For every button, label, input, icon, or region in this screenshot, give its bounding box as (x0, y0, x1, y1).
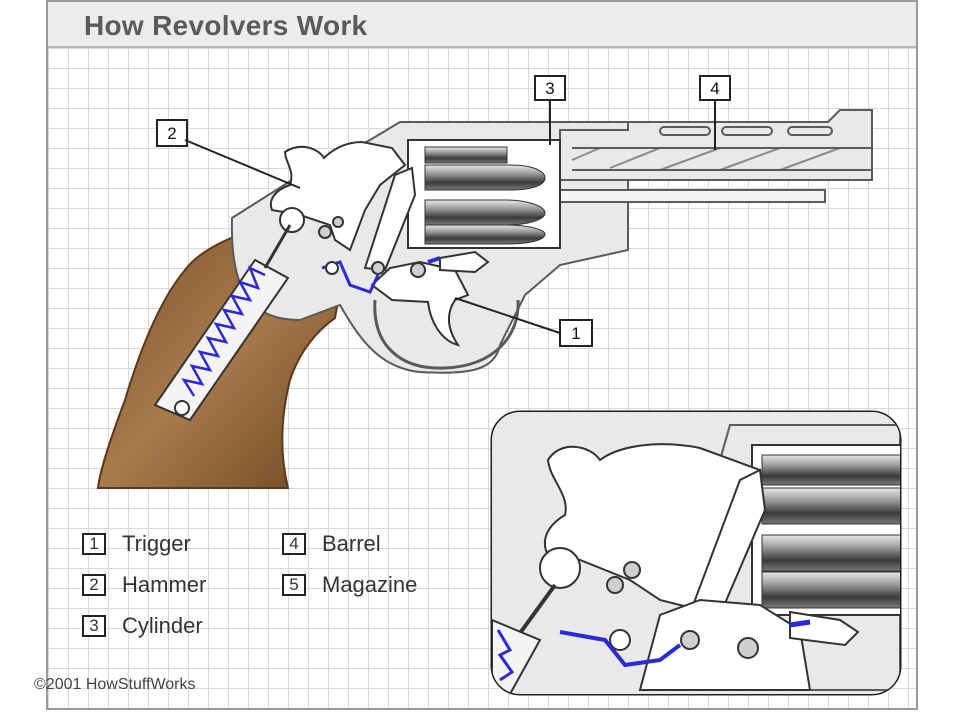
legend-label: Magazine (322, 572, 418, 597)
hammer (270, 140, 407, 252)
legend-label: Cylinder (122, 613, 203, 638)
legend-item-magazine: 5 Magazine (282, 572, 417, 598)
pivot-pins (318, 216, 426, 278)
legend-item-cylinder: 3 Cylinder (82, 613, 203, 639)
legend-item-barrel: 4 Barrel (282, 531, 381, 557)
zoom-inset (490, 410, 902, 696)
legend-number: 5 (282, 574, 306, 596)
legend-item-trigger: 1 Trigger (82, 531, 191, 557)
legend-label: Hammer (122, 572, 207, 597)
ejector-rod (554, 189, 826, 203)
legend-number: 3 (82, 615, 106, 637)
trigger (370, 260, 470, 347)
svg-text:4: 4 (710, 79, 719, 98)
cylinder-latch (439, 250, 490, 274)
barrel-rifling (571, 147, 841, 171)
title-bar: How Revolvers Work (48, 2, 916, 48)
callout-1: 1 (454, 297, 593, 347)
legend-label: Barrel (322, 531, 381, 556)
diagram-title: How Revolvers Work (84, 10, 368, 41)
bullets (424, 146, 546, 245)
legend-number: 1 (82, 533, 106, 555)
svg-text:3: 3 (545, 79, 554, 98)
copyright-notice: ©2001 HowStuffWorks (34, 676, 196, 693)
mainspring-coil (181, 265, 266, 397)
callout-2: 2 (156, 119, 301, 189)
hammer-strut (263, 224, 292, 269)
trigger-guard (373, 299, 520, 370)
callout-3: 3 (534, 75, 566, 145)
legend-number: 2 (82, 574, 106, 596)
callout-4: 4 (699, 75, 731, 150)
svg-text:2: 2 (167, 124, 176, 143)
legend-number: 4 (282, 533, 306, 555)
svg-text:1: 1 (571, 324, 580, 343)
legend-label: Trigger (122, 531, 191, 556)
barrel-vents (659, 126, 833, 136)
strut-pin (279, 207, 305, 233)
legend-item-hammer: 2 Hammer (82, 572, 206, 598)
